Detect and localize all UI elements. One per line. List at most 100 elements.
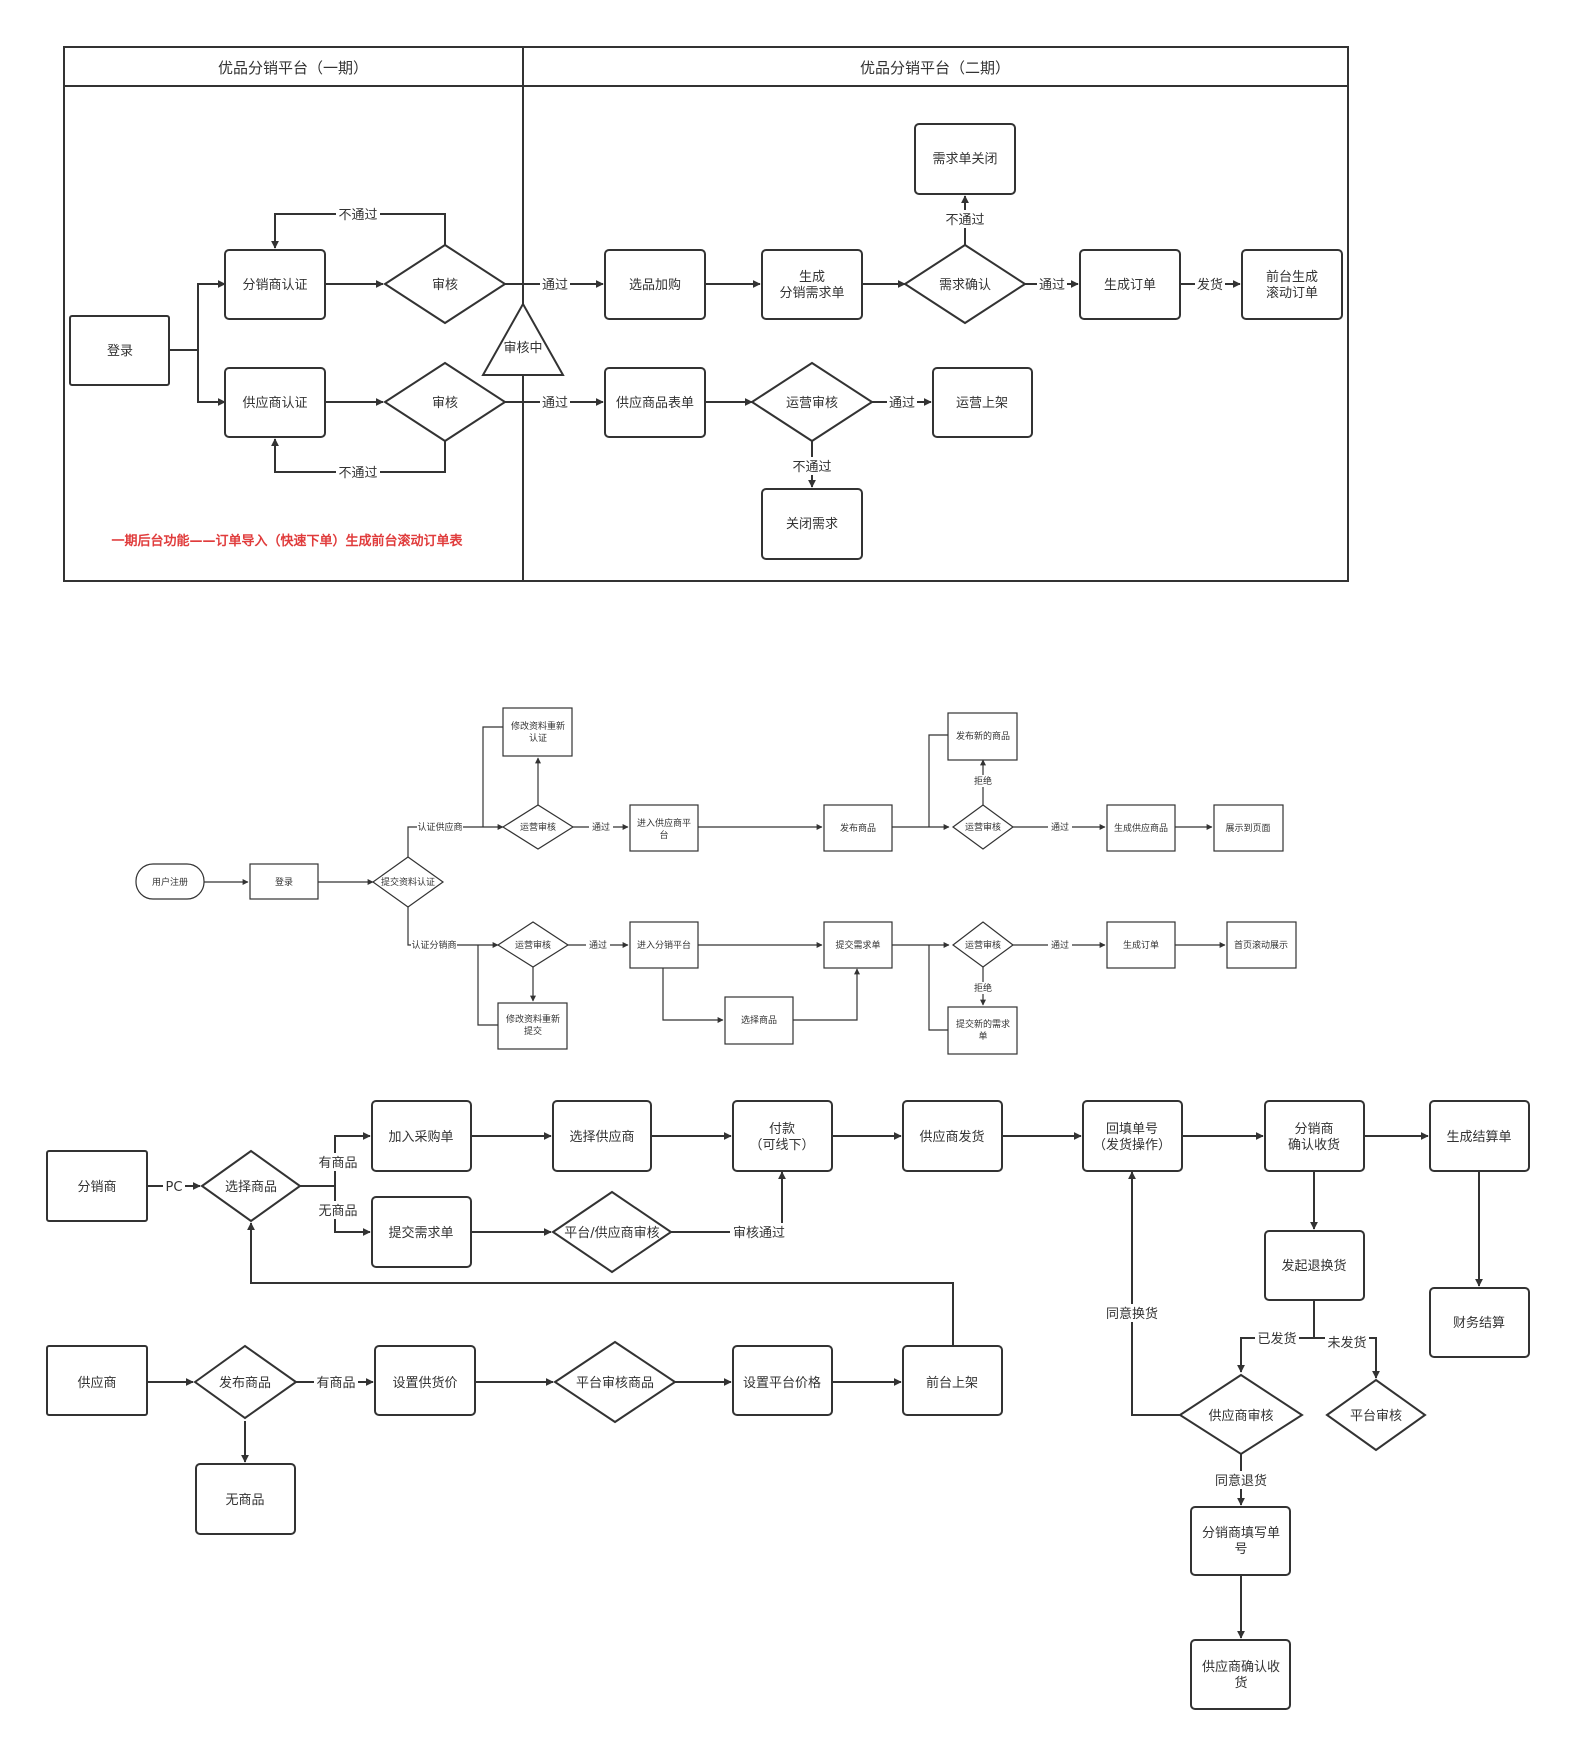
node-modify-resubmit-label: 修改资料重新	[506, 1013, 560, 1025]
node-initiate-return-label: 发起退换货	[1281, 1258, 1346, 1274]
node-dist-auth	[224, 249, 326, 320]
edge-cert-supplier	[407, 824, 504, 857]
label-reject: 拒绝	[974, 982, 992, 994]
node-select-goods-label: 选择商品	[225, 1180, 277, 1195]
node-fill-no-label: （发货操作）	[1093, 1137, 1171, 1153]
label-has-goods: 有商品	[316, 1376, 355, 1391]
node-front-listing-label: 前台上架	[926, 1375, 978, 1391]
edge-listing-select	[247, 1222, 954, 1346]
label-cert-supplier: 认证供应商	[417, 821, 462, 833]
node-gen-settlement	[1429, 1100, 1530, 1172]
node-supp-auth-label: 供应商认证	[242, 395, 307, 411]
node-supp-goods-form	[604, 367, 706, 438]
node-set-platform-price-label: 设置平台价格	[743, 1375, 821, 1391]
node-select-supplier-label: 选择供应商	[569, 1129, 634, 1145]
node-submit-new-label: 提交新的需求	[956, 1018, 1010, 1030]
node-ops-listing-label: 运营上架	[956, 396, 1008, 411]
node-select-goods	[724, 996, 794, 1045]
node-publish-new-label: 发布新的商品	[956, 730, 1010, 742]
node-supp-goods-form-label: 供应商品表单	[616, 395, 694, 411]
node-dist-confirm-label: 确认收货	[1288, 1137, 1340, 1153]
node-ops-review-label: 运营审核	[520, 821, 556, 833]
node-login	[69, 315, 170, 386]
node-show-page-label: 展示到页面	[1225, 822, 1270, 834]
node-demand-confirm-label: 需求确认	[939, 278, 991, 293]
node-publish-new	[947, 712, 1018, 761]
node-finance-settle-label: 财务结算	[1453, 1315, 1505, 1331]
node-home-scroll	[1226, 921, 1297, 969]
label-agree-return: 同意退货	[1215, 1473, 1267, 1489]
node-publish-goods	[193, 1344, 298, 1420]
node-reviewing-label: 审核中	[503, 341, 542, 356]
node-enter-dist-label: 进入分销平台	[637, 939, 691, 951]
node-show-page	[1213, 804, 1284, 852]
label-ship: 发货	[1197, 277, 1223, 293]
node-dist-confirm	[1264, 1100, 1365, 1172]
node-submit-demand-label: 提交需求单	[388, 1225, 453, 1241]
label-reject: 拒绝	[974, 775, 992, 787]
node-submit-demand	[371, 1196, 472, 1268]
node-front-scroll-label: 前台生成	[1266, 269, 1318, 285]
node-publish-goods-label: 发布商品	[219, 1375, 271, 1391]
node-review-dist	[383, 243, 507, 325]
edge-modify-back-top	[482, 726, 503, 827]
node-select-purchase-label: 选品加购	[629, 277, 681, 293]
node-pay-label: （可线下）	[749, 1138, 814, 1153]
edge-select-submit	[793, 968, 860, 1021]
phase1-note: 一期后台功能——订单导入（快速下单）生成前台滚动订单表	[111, 533, 463, 549]
node-gen-demand-label: 分销需求单	[779, 286, 844, 301]
node-home-scroll-label: 首页滚动展示	[1234, 939, 1288, 951]
node-submit-demand	[823, 921, 893, 969]
label-no-goods: 无商品	[318, 1204, 357, 1219]
node-gen-order	[1079, 249, 1181, 320]
edge-cert-dist	[407, 907, 499, 948]
node-enter-supp-label: 进入供应商平	[637, 817, 691, 829]
label-not-pass: 不通过	[945, 213, 984, 228]
node-supplier-ship-label: 供应商发货	[919, 1129, 984, 1145]
node-set-supply-price	[374, 1345, 476, 1416]
node-submit-cert-label: 提交资料认证	[381, 876, 435, 888]
label-pass: 通过	[542, 396, 568, 411]
node-set-platform-price	[732, 1345, 833, 1416]
node-login-label: 登录	[275, 877, 293, 888]
node-modify-recert	[502, 707, 573, 757]
label-pass: 通过	[889, 396, 915, 411]
node-ops-review-label: 运营审核	[965, 821, 1001, 833]
phase1-header: 优品分销平台（一期）	[218, 59, 368, 77]
node-reviewing-triangle	[481, 301, 565, 376]
node-login-label: 登录	[107, 344, 133, 359]
phase2-header: 优品分销平台（二期）	[860, 59, 1010, 77]
node-ops-review-supp	[501, 804, 575, 850]
node-enter-supp-label: 台	[659, 829, 668, 841]
edge-publish-new-back	[928, 734, 948, 827]
node-ops-listing	[932, 367, 1033, 438]
node-add-cart-label: 加入采购单	[388, 1129, 453, 1145]
node-review-supp	[383, 361, 507, 443]
label-not-pass: 不通过	[792, 460, 831, 475]
label-pass: 通过	[1039, 278, 1065, 293]
node-demand-closed-label: 需求单关闭	[932, 152, 997, 167]
diagram-order-flow: PC 有商品 无商品 审核通过 同意换货 已发货 未发货 同意退货 有商品 分销…	[46, 1100, 1530, 1710]
node-supplier-review-label: 供应商审核	[1208, 1408, 1273, 1424]
label-pass: 通过	[1051, 821, 1069, 833]
node-gen-demand-label: 生成	[799, 270, 825, 285]
node-ops-review-publish	[951, 804, 1015, 850]
node-demand-confirm	[903, 243, 1027, 325]
node-publish-goods	[823, 804, 893, 852]
node-pay	[732, 1100, 833, 1172]
node-platform-review-label: 平台审核	[1350, 1409, 1402, 1424]
edge-modify-back-bottom	[477, 945, 498, 1026]
node-publish-goods-label: 发布商品	[840, 822, 876, 834]
label-pass: 通过	[542, 278, 568, 293]
label-cert-dist: 认证分销商	[411, 939, 456, 951]
edge-login-dist	[169, 280, 226, 351]
node-select-goods	[200, 1149, 302, 1223]
node-supp-confirm-label: 供应商确认收	[1202, 1659, 1280, 1675]
node-review-label: 审核	[432, 396, 458, 411]
node-select-goods-label: 选择商品	[741, 1014, 777, 1026]
node-submit-new	[947, 1006, 1018, 1055]
diagram-registration-flow: 认证供应商 认证分销商 通过 通过 通过 通过 拒绝 拒绝 用户注册 登录 提交…	[135, 707, 1297, 1055]
node-enter-supp	[629, 804, 699, 852]
node-fill-no	[1082, 1100, 1183, 1172]
